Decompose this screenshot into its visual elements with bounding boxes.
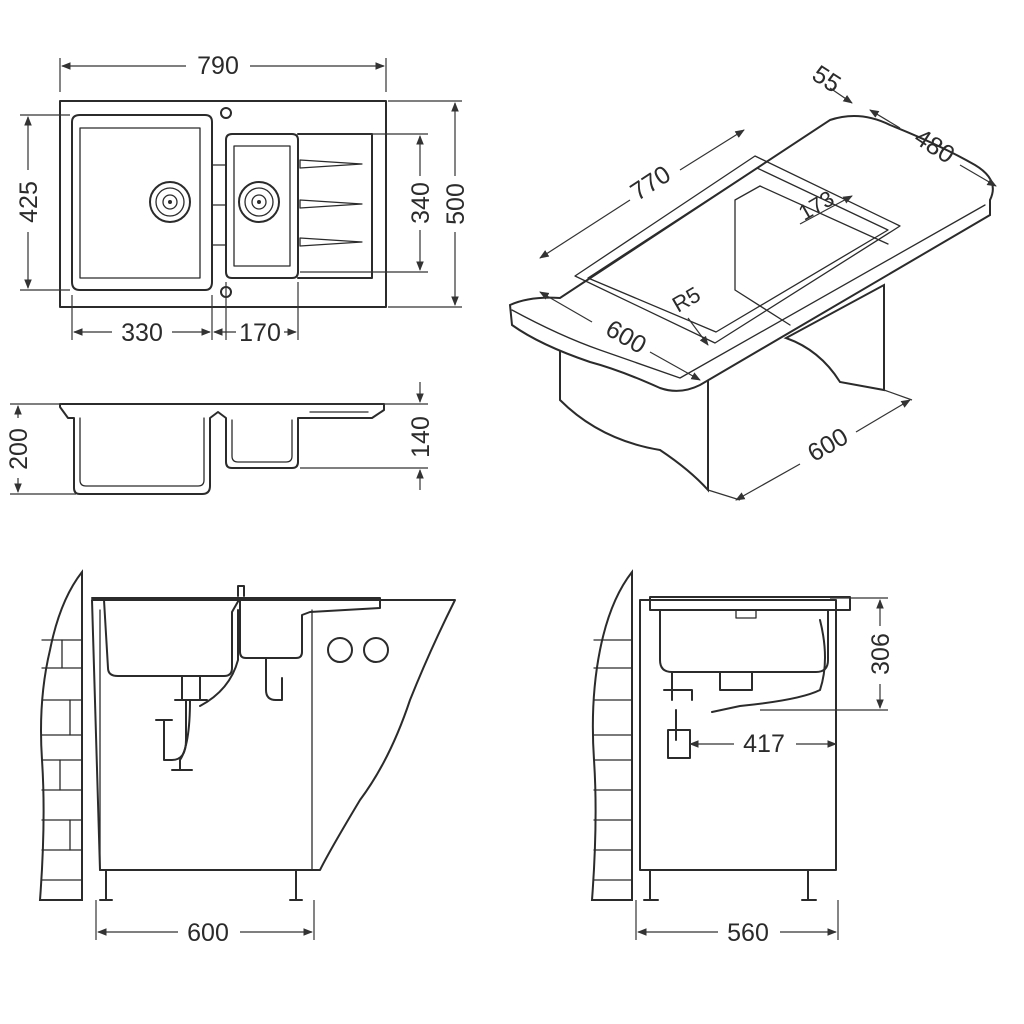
dim-label-425: 425: [15, 181, 43, 223]
top-view: 790 425 340 500 330: [15, 52, 470, 347]
dim-label-55: 55: [807, 60, 846, 99]
dim-label-417: 417: [743, 730, 785, 758]
side-strainer: [735, 609, 757, 619]
small-bowl: [225, 133, 299, 279]
dim-label-340: 340: [407, 182, 435, 224]
dim-bottom-330: 330: [71, 295, 213, 347]
countertop-edge: [511, 204, 986, 379]
overflow-hose: [199, 609, 239, 707]
dim-label-200: 200: [5, 428, 33, 470]
tap-hole-icon: [220, 107, 232, 119]
sink-section: [59, 403, 385, 495]
dim-label-600-cabinet: 600: [803, 423, 853, 468]
large-bowl-section: [79, 417, 205, 487]
side-feet: [643, 869, 817, 901]
side-hose: [711, 619, 826, 713]
dim-label-306: 306: [867, 633, 895, 675]
large-bowl-inner: [79, 127, 201, 279]
dim-section-200: 200: [5, 403, 76, 495]
dim-left-height: 425: [15, 114, 70, 291]
side-installation-view: 306 417 560: [590, 569, 895, 947]
brick-wall: [590, 569, 633, 901]
dim-side-560: 560: [635, 900, 839, 947]
dim-bottom-170: 170: [213, 282, 299, 347]
side-drain: [719, 671, 753, 691]
overflow-grooves: [211, 164, 227, 246]
front-large-bowl: [91, 597, 241, 677]
sink-inner-rim: [587, 167, 889, 333]
cabinet-sides: [99, 609, 313, 871]
sink-rim: [574, 155, 901, 344]
dim-right-500: 500: [388, 100, 470, 308]
isometric-view: 770 55 480 173 R5 600: [508, 60, 997, 501]
overflow-knob: [237, 585, 245, 597]
dim-iso-55: 55: [807, 60, 853, 104]
strainer-icon: [238, 181, 280, 223]
brick-joints: [593, 639, 633, 881]
dim-cabinet-front-600: 600: [95, 900, 315, 947]
dim-right-340: 340: [300, 133, 435, 273]
cabinet-side: [639, 599, 837, 871]
dim-label-770: 770: [626, 160, 676, 206]
side-bowl: [659, 609, 829, 673]
dim-iso-600-cabinet: 600: [707, 389, 913, 501]
dim-label-560: 560: [727, 919, 769, 947]
cabinet-feet: [99, 869, 311, 901]
brick-wall: [38, 569, 83, 901]
socket-icon: [327, 637, 353, 663]
socket-icon: [363, 637, 389, 663]
small-drain: [265, 657, 283, 701]
dim-top-width: 790: [59, 52, 387, 92]
small-bowl-inner: [233, 145, 291, 267]
dim-side-417: 417: [689, 730, 837, 758]
front-small-bowl: [239, 597, 381, 659]
section-view: 200 140: [5, 382, 435, 495]
bowl-depth: [734, 185, 791, 326]
dim-label-front-600: 600: [187, 919, 229, 947]
front-installation-view: 600: [38, 569, 456, 947]
cabinet-front: [91, 599, 456, 871]
side-countertop: [649, 596, 851, 611]
small-bowl-section: [231, 419, 293, 463]
sink-outline: [59, 100, 387, 308]
dim-label-170: 170: [239, 319, 281, 347]
dim-side-306: 306: [760, 597, 895, 711]
drainer-grooves: [299, 159, 363, 247]
dim-label-330: 330: [121, 319, 163, 347]
strainer-icon: [149, 181, 191, 223]
side-siphon: [663, 671, 693, 759]
dim-label-500: 500: [442, 183, 470, 225]
dim-label-790: 790: [197, 52, 239, 80]
cabinet-right-wall: [783, 283, 885, 392]
large-bowl: [71, 114, 213, 291]
dim-label-140: 140: [407, 416, 435, 458]
dim-section-140: 140: [300, 382, 435, 490]
countertop: [508, 115, 994, 392]
siphon: [155, 675, 208, 761]
